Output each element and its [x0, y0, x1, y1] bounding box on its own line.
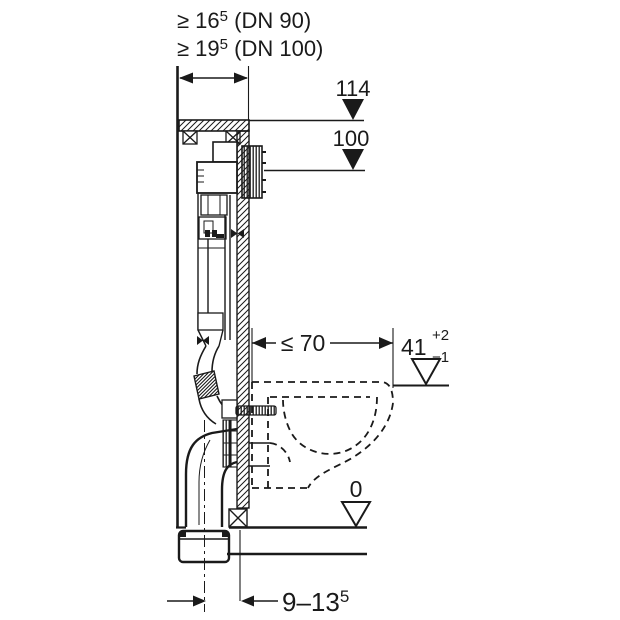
concealed-cistern	[196, 141, 238, 347]
depth-70-dimension: ≤ 70	[251, 328, 394, 388]
offset-dimension: 9–135	[167, 530, 349, 617]
flush-pipe	[193, 336, 233, 425]
height-100-marker: 100	[264, 126, 370, 172]
supply-connection-block	[241, 145, 266, 199]
rail-profile-left	[182, 130, 198, 145]
fill-valve-housing	[212, 141, 238, 163]
flush-stub	[235, 405, 277, 416]
outlet-connector	[221, 399, 238, 468]
level-41-value: 41	[401, 334, 427, 360]
floor-lines	[227, 526, 367, 556]
level-0-triangle-icon	[340, 501, 372, 528]
tank-bottom	[197, 312, 224, 331]
level-0-label: 0	[350, 476, 363, 502]
frame-foot	[228, 508, 248, 528]
min-depth-dn90-label: ≥ 165 (DN 90)	[177, 8, 311, 33]
level-41-marker: 41 +2 −1	[393, 327, 449, 387]
min-depth-dn100-label: ≥ 195 (DN 100)	[177, 36, 323, 61]
pan-trap	[269, 442, 291, 463]
pan-top	[252, 381, 394, 404]
rear-wall-line	[176, 66, 186, 529]
cistern-top-box	[196, 161, 238, 194]
offset-range-label: 9–135	[282, 587, 349, 617]
height-114-marker: 114	[249, 76, 371, 122]
depth-dimension	[179, 66, 250, 120]
height-100-label: 100	[333, 126, 370, 151]
level-41-triangle-icon	[410, 358, 442, 387]
corrugated-sleeve	[193, 370, 220, 400]
drain-elbow	[184, 427, 238, 527]
pan-front	[307, 402, 394, 489]
height-114-label: 114	[335, 76, 370, 101]
depth-70-label: ≤ 70	[281, 330, 326, 356]
inner-tank-top	[200, 194, 228, 216]
toilet-pan-outline	[251, 381, 394, 489]
level-0-marker: 0	[340, 476, 372, 528]
pan-bowl	[282, 396, 378, 455]
strut-clamp	[231, 229, 244, 238]
level-41-tol-plus: +2	[432, 327, 449, 344]
